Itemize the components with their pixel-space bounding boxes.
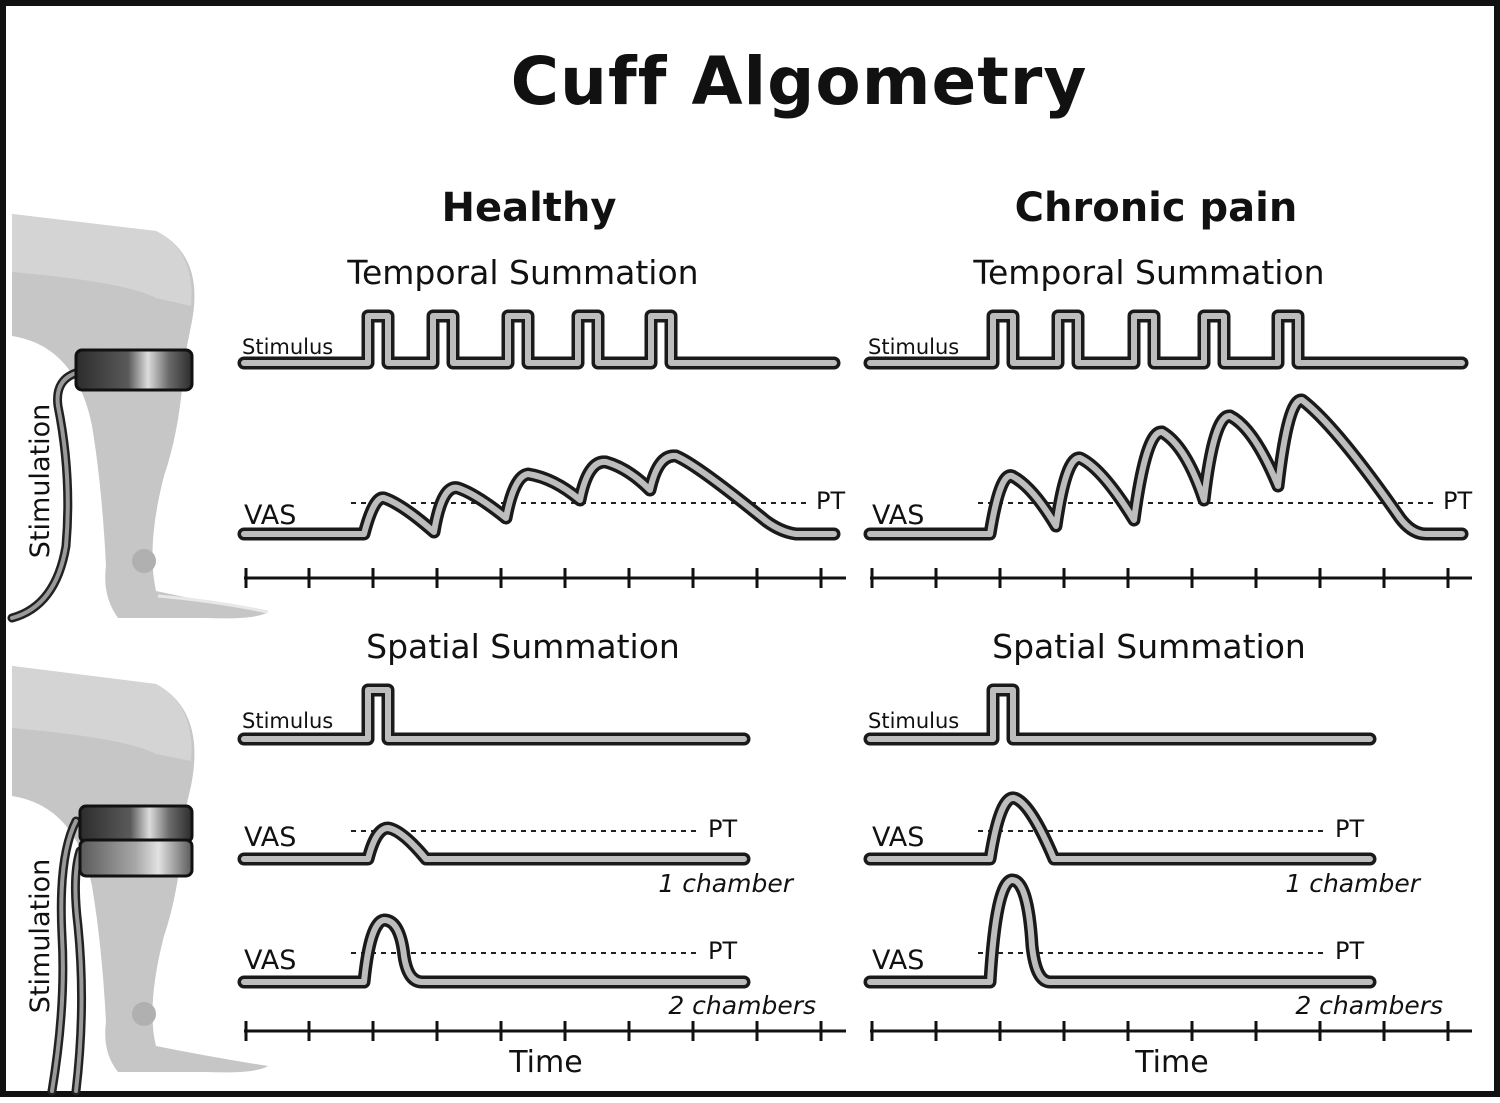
stimulation-label-bottom: Stimulation — [25, 859, 56, 1013]
upper-cuff-icon — [74, 348, 194, 392]
healthy-two-chambers-label: 2 chambers — [668, 991, 816, 1020]
healthy-two-chambers-vas-label: VAS — [244, 945, 296, 976]
chronic-temporal-title: Temporal Summation — [972, 253, 1324, 292]
chronic-temporal-vas-trace — [863, 393, 1469, 541]
chronic-temporal-vas-label: VAS — [872, 500, 924, 531]
healthy-one-chamber-label: 1 chamber — [658, 869, 794, 898]
healthy-spatial-stimulus-trace — [237, 683, 751, 746]
healthy-temporal-vas-trace — [237, 449, 841, 541]
healthy-spatial-stimulus-label: Stimulus — [242, 709, 333, 733]
healthy-temporal-vas-label: VAS — [244, 500, 296, 531]
cuff-algometry-diagram: Cuff Algometry Stimulation Stimulation H… — [7, 43, 1472, 1096]
lower-leg-illustration — [12, 666, 268, 1096]
chronic-spatial-title: Spatial Summation — [992, 627, 1306, 666]
stimulation-label-top: Stimulation — [25, 404, 56, 558]
diagram-title: Cuff Algometry — [511, 43, 1088, 120]
healthy-temporal-stimulus-label: Stimulus — [242, 335, 333, 359]
chronic-pain-column: Chronic pain Temporal Summation Stimulus… — [863, 185, 1472, 1080]
chronic-two-chambers-vas-trace — [863, 873, 1377, 989]
chronic-pain-heading: Chronic pain — [1015, 185, 1298, 231]
chronic-temporal-stimulus-label: Stimulus — [868, 335, 959, 359]
healthy-spatial-pt-label-2: PT — [708, 937, 737, 965]
chronic-spatial-pt-label-2: PT — [1335, 937, 1364, 965]
healthy-temporal-pt-label: PT — [816, 487, 845, 515]
lower-cuff-bottom-icon — [78, 838, 194, 878]
healthy-heading: Healthy — [442, 185, 617, 231]
chronic-temporal-stimulus-trace — [863, 309, 1469, 370]
lower-cuff-top-icon — [78, 804, 194, 844]
healthy-temporal-time-axis — [244, 568, 846, 588]
healthy-two-chambers-vas-trace — [237, 913, 751, 989]
upper-leg-illustration — [7, 214, 269, 623]
chronic-two-chambers-label: 2 chambers — [1295, 991, 1443, 1020]
chronic-one-chamber-vas-trace — [863, 791, 1377, 866]
chronic-spatial-time-axis — [870, 1021, 1472, 1041]
healthy-spatial-time-axis — [244, 1021, 846, 1041]
healthy-spatial-pt-label-1: PT — [708, 815, 737, 843]
chronic-spatial-stimulus-label: Stimulus — [868, 709, 959, 733]
healthy-one-chamber-vas-trace — [237, 821, 751, 866]
chronic-two-chambers-vas-label: VAS — [872, 945, 924, 976]
healthy-one-chamber-vas-label: VAS — [244, 822, 296, 853]
healthy-temporal-title: Temporal Summation — [346, 253, 698, 292]
chronic-temporal-pt-label: PT — [1443, 487, 1472, 515]
healthy-spatial-title: Spatial Summation — [366, 627, 680, 666]
chronic-spatial-stimulus-trace — [863, 683, 1377, 746]
healthy-column: Healthy Temporal Summation Stimulus PT V… — [237, 185, 846, 1080]
chronic-one-chamber-label: 1 chamber — [1285, 869, 1421, 898]
healthy-time-label: Time — [508, 1045, 582, 1080]
chronic-time-label: Time — [1134, 1045, 1208, 1080]
chronic-temporal-time-axis — [870, 568, 1472, 588]
chronic-one-chamber-vas-label: VAS — [872, 822, 924, 853]
healthy-temporal-stimulus-trace — [237, 309, 841, 370]
chronic-spatial-pt-label-1: PT — [1335, 815, 1364, 843]
